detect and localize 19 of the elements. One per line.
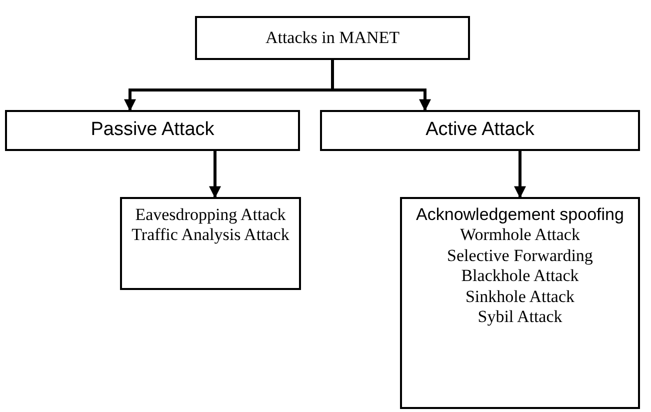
arrow [514, 151, 526, 198]
list-box [120, 197, 301, 290]
category-box [320, 110, 640, 151]
list-item: Eavesdropping Attack [135, 205, 286, 226]
list-item: Acknowledgement spoofing [416, 205, 624, 226]
list-item: Wormhole Attack [460, 225, 580, 246]
box-label: Passive Attack [90, 119, 214, 142]
category-box [195, 16, 470, 60]
box-label: Attacks in MANET [265, 28, 400, 48]
list-item: Selective Forwarding [447, 246, 593, 266]
list-item: Sinkhole Attack [465, 286, 575, 307]
arrow [209, 151, 221, 198]
arrow [331, 60, 431, 112]
list-item: Traffic Analysis Attack [132, 225, 290, 246]
list-item: Blackhole Attack [461, 266, 579, 287]
list-box [400, 197, 640, 409]
box-label: Active Attack [426, 119, 534, 142]
category-box [5, 110, 300, 151]
list-item: Sybil Attack [478, 306, 562, 328]
